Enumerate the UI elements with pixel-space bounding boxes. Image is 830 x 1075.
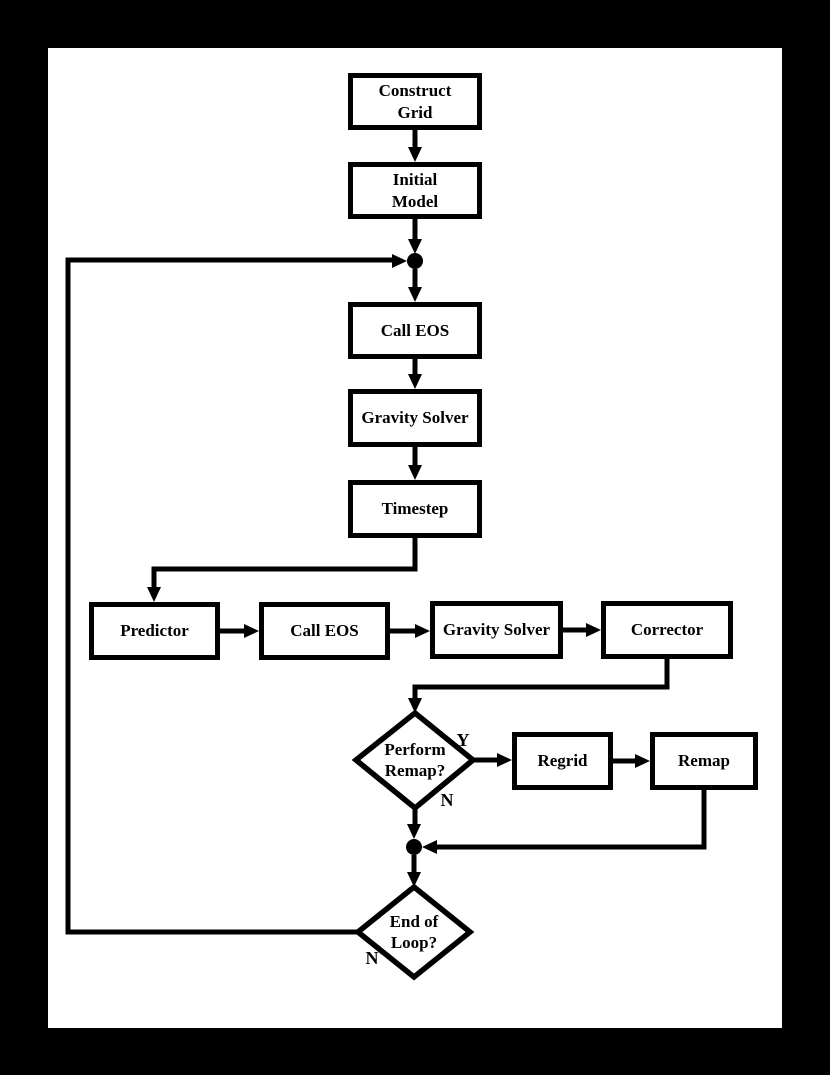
branch-label-remap-no: N [440, 789, 454, 810]
arrowhead-into-junction2-top [407, 824, 421, 839]
node-timestep: Timestep [348, 480, 482, 538]
node-corrector: Corrector [601, 601, 733, 659]
arrowhead-into-performremap [408, 698, 422, 713]
node-predictor: Predictor [89, 602, 220, 660]
node-construct-grid: Construct Grid [348, 73, 482, 130]
arrowhead-into-timestep [408, 465, 422, 480]
node-gravity-solver-1: Gravity Solver [348, 389, 482, 447]
arrowhead-into-endofloop [407, 872, 421, 887]
arrowhead-into-junction1-top [408, 239, 422, 254]
decision-perform-remap-label: Perform Remap? [384, 739, 446, 780]
connector-timestep-predictor [151, 538, 418, 590]
connector-endofloop-junction1-loop [65, 257, 395, 935]
arrowhead-into-initialmodel [408, 147, 422, 162]
arrowhead-into-gravitysolver1 [408, 374, 422, 389]
decision-perform-remap-shape [351, 709, 478, 812]
connector-remap-junction2 [434, 790, 707, 850]
arrowhead-into-calleos2 [244, 624, 259, 638]
arrowhead-into-calleos1 [408, 287, 422, 302]
arrowhead-into-remap [635, 754, 650, 768]
node-remap: Remap [650, 732, 758, 790]
node-initial-model: Initial Model [348, 162, 482, 219]
arrowhead-into-junction2-right [422, 840, 437, 854]
node-gravity-solver-2: Gravity Solver [430, 601, 563, 659]
node-regrid: Regrid [512, 732, 613, 790]
arrowhead-into-corrector [586, 623, 601, 637]
decision-end-of-loop-shape [353, 883, 475, 981]
branch-label-remap-yes: Y [456, 729, 470, 750]
junction-dot-1 [407, 253, 423, 269]
arrowhead-into-junction1-left [392, 254, 407, 268]
arrowhead-into-gravitysolver2 [415, 624, 430, 638]
branch-label-loop-no: N [365, 947, 379, 968]
arrowhead-into-regrid [497, 753, 512, 767]
arrowhead-into-predictor [147, 587, 161, 602]
junction-dot-2 [406, 839, 422, 855]
decision-end-of-loop-label: End of Loop? [389, 911, 439, 952]
node-call-eos-1: Call EOS [348, 302, 482, 359]
connector-corrector-performremap [412, 659, 670, 701]
node-call-eos-2: Call EOS [259, 602, 390, 660]
